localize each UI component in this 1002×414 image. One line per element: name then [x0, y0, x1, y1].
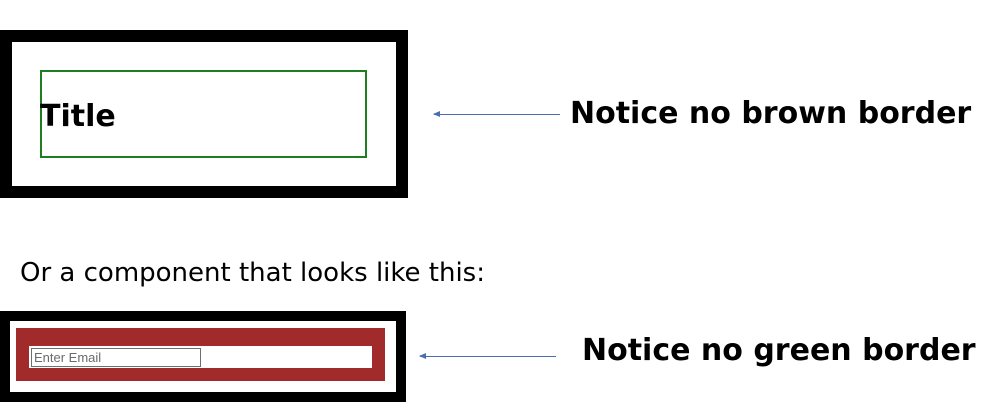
left-arrow-icon — [433, 111, 560, 117]
left-arrow-icon — [419, 353, 556, 359]
note-no-brown-border: Notice no brown border — [570, 96, 972, 131]
caption-text: Or a component that looks like this: — [20, 258, 485, 288]
note-no-green-border: Notice no green border — [582, 333, 976, 368]
email-input[interactable] — [31, 348, 201, 367]
title-text: Title — [40, 99, 116, 134]
title-green-border — [40, 70, 367, 158]
title-component-outer-frame — [0, 30, 408, 198]
